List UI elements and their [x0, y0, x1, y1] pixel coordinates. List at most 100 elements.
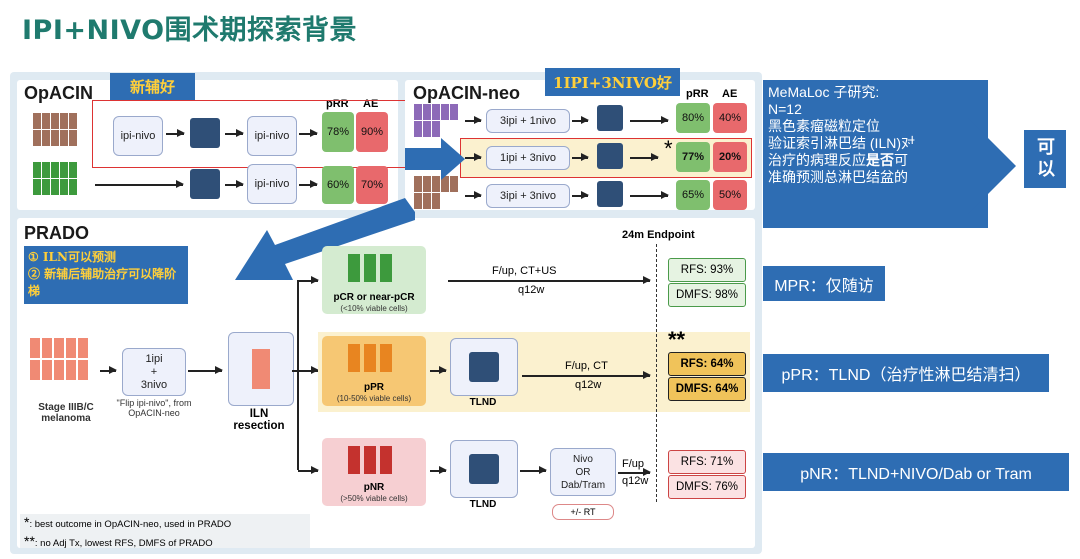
nivo-line-3: Dab/Tram	[560, 479, 606, 491]
memaloc-line-1: MeMaLoc 子研究:	[768, 84, 880, 100]
arrow	[630, 154, 659, 160]
pcr-dmfs: DMFS: 98%	[668, 283, 746, 307]
ppr-sub: (10-50% viable cells)	[336, 394, 412, 403]
arrow	[630, 192, 669, 198]
patients-group-icon	[348, 446, 392, 474]
double-star-mark: **	[668, 327, 686, 352]
ppr-followup: F/up, CT	[565, 360, 608, 372]
patients-group-icon	[33, 113, 85, 146]
patients-group-icon	[348, 254, 392, 282]
pcr-followup: F/up, CT+US	[492, 265, 557, 277]
prado-notes: ① ILN可以预测 ② 新辅后辅助治疗可以降阶梯	[24, 246, 188, 304]
opacin-arm1-ae: 90%	[356, 112, 388, 152]
pnr-rfs: RFS: 71%	[668, 450, 746, 474]
page-title: IPI+NIVO围术期探索背景	[22, 15, 358, 46]
iln-label: ILN resection	[233, 408, 285, 432]
arrow	[572, 154, 589, 160]
arrow	[166, 130, 185, 136]
arrow	[520, 467, 547, 473]
arrow	[225, 130, 244, 136]
arrow	[188, 367, 223, 373]
arrow	[95, 181, 184, 187]
memaloc-line-5a: 治疗的病理反应	[768, 152, 866, 168]
memaloc-emph: 是否	[866, 152, 894, 168]
opacin-arm2-prr: 60%	[322, 166, 354, 204]
footnotes: *: best outcome in OpACIN-neo, used in P…	[20, 514, 310, 549]
patients-group-icon	[30, 338, 96, 380]
memaloc-line-4: 验证索引淋巴结 (ILN)对	[768, 135, 915, 151]
arrow	[448, 277, 651, 283]
iln-box	[228, 332, 294, 406]
pnr-label: pNR：TLND+NIVO/Dab or Tram	[763, 453, 1069, 491]
arrow	[299, 130, 318, 136]
note-1: ① ILN可以预测	[28, 250, 116, 264]
footnote-2-symbol: **	[24, 533, 35, 549]
tlnd-box	[450, 338, 518, 396]
arrow	[465, 117, 482, 123]
opacin-neo-col-ae: AE	[722, 88, 738, 100]
arrow	[225, 181, 244, 187]
stage-label: Stage IIIB/C melanoma	[38, 402, 94, 424]
mpr-label: MPR：仅随访	[763, 266, 885, 301]
neo-arm1-prr: 80%	[676, 103, 710, 133]
arrow	[465, 192, 482, 198]
opacin-arm1-box2: ipi-nivo	[247, 116, 297, 156]
opacin-col-ae: AE	[363, 98, 379, 110]
ppr-dmfs: DMFS: 64%	[668, 377, 746, 401]
footnote-1-symbol: *	[24, 514, 30, 530]
surgeon-icon	[597, 143, 623, 169]
neo-arm1-regimen: 3ipi + 1nivo	[486, 109, 570, 133]
keyi-box: 可以	[1024, 130, 1066, 188]
memaloc-line-6: 准确预测总淋巴结盆的反应?	[768, 169, 944, 185]
tlnd-label: TLND	[469, 499, 497, 510]
right-block-arrow-icon	[908, 118, 1016, 214]
patients-group-icon	[414, 176, 458, 209]
arrow	[572, 192, 589, 198]
neo-arm2-ae: 20%	[713, 142, 747, 172]
regimen-line-3: 3nivo	[140, 378, 168, 391]
arrow	[618, 469, 651, 475]
pnr-sub: (>50% viable cells)	[340, 494, 408, 503]
tlnd-box	[450, 440, 518, 498]
surgeon-icon	[190, 169, 220, 199]
arrow	[430, 367, 447, 373]
arrow	[465, 154, 482, 160]
pcr-sub: (<10% viable cells)	[340, 304, 408, 313]
pnr-freq: q12w	[622, 475, 649, 487]
neo-arm3-regimen: 3ipi + 3nivo	[486, 184, 570, 208]
branch-line	[292, 370, 298, 372]
pnr-name: pNR	[363, 482, 385, 493]
surgeon-icon	[469, 454, 499, 484]
arrow	[572, 117, 589, 123]
footnote-2: : no Adj Tx, lowest RFS, DMFS of PRADO	[34, 538, 213, 549]
arrow	[430, 467, 447, 473]
regimen-line-2: +	[150, 365, 158, 378]
pnr-dmfs: DMFS: 76%	[668, 475, 746, 499]
arrow	[100, 367, 117, 373]
opacin-label: OpACIN	[24, 83, 93, 103]
surgeon-icon	[190, 118, 220, 148]
neo-arm1-ae: 40%	[713, 103, 747, 133]
flip-note: "Flip ipi-nivo", from OpACIN-neo	[116, 398, 192, 418]
regimen-box: 1ipi + 3nivo	[122, 348, 186, 396]
star-mark: *	[664, 136, 673, 161]
pnr-followup: F/up	[622, 458, 645, 470]
footnote-1: : best outcome in OpACIN-neo, used in PR…	[29, 519, 232, 530]
opacin-neo-tag: 1IPI+3NIVO好	[545, 68, 680, 96]
opacin-neo-label: OpACIN-neo	[413, 83, 520, 103]
patient-icon	[252, 349, 270, 389]
arrow	[298, 277, 319, 283]
arrow	[298, 367, 319, 373]
down-left-block-arrow-icon	[235, 198, 415, 280]
nivo-line-2: OR	[575, 466, 591, 478]
opacin-arm2-ae: 70%	[356, 166, 388, 204]
opacin-neo-col-prr: pRR	[686, 88, 709, 100]
neo-arm3-prr: 65%	[676, 180, 710, 210]
patients-group-icon	[414, 104, 458, 137]
surgeon-icon	[597, 181, 623, 207]
memaloc-line-3: 黑色素瘤磁粒定位	[768, 118, 880, 134]
neo-arm2-prr: 77%	[676, 142, 710, 172]
note-2: ② 新辅后辅助治疗可以降阶梯	[28, 267, 177, 298]
keyi-label: 可以	[1035, 137, 1055, 181]
surgeon-icon	[469, 352, 499, 382]
